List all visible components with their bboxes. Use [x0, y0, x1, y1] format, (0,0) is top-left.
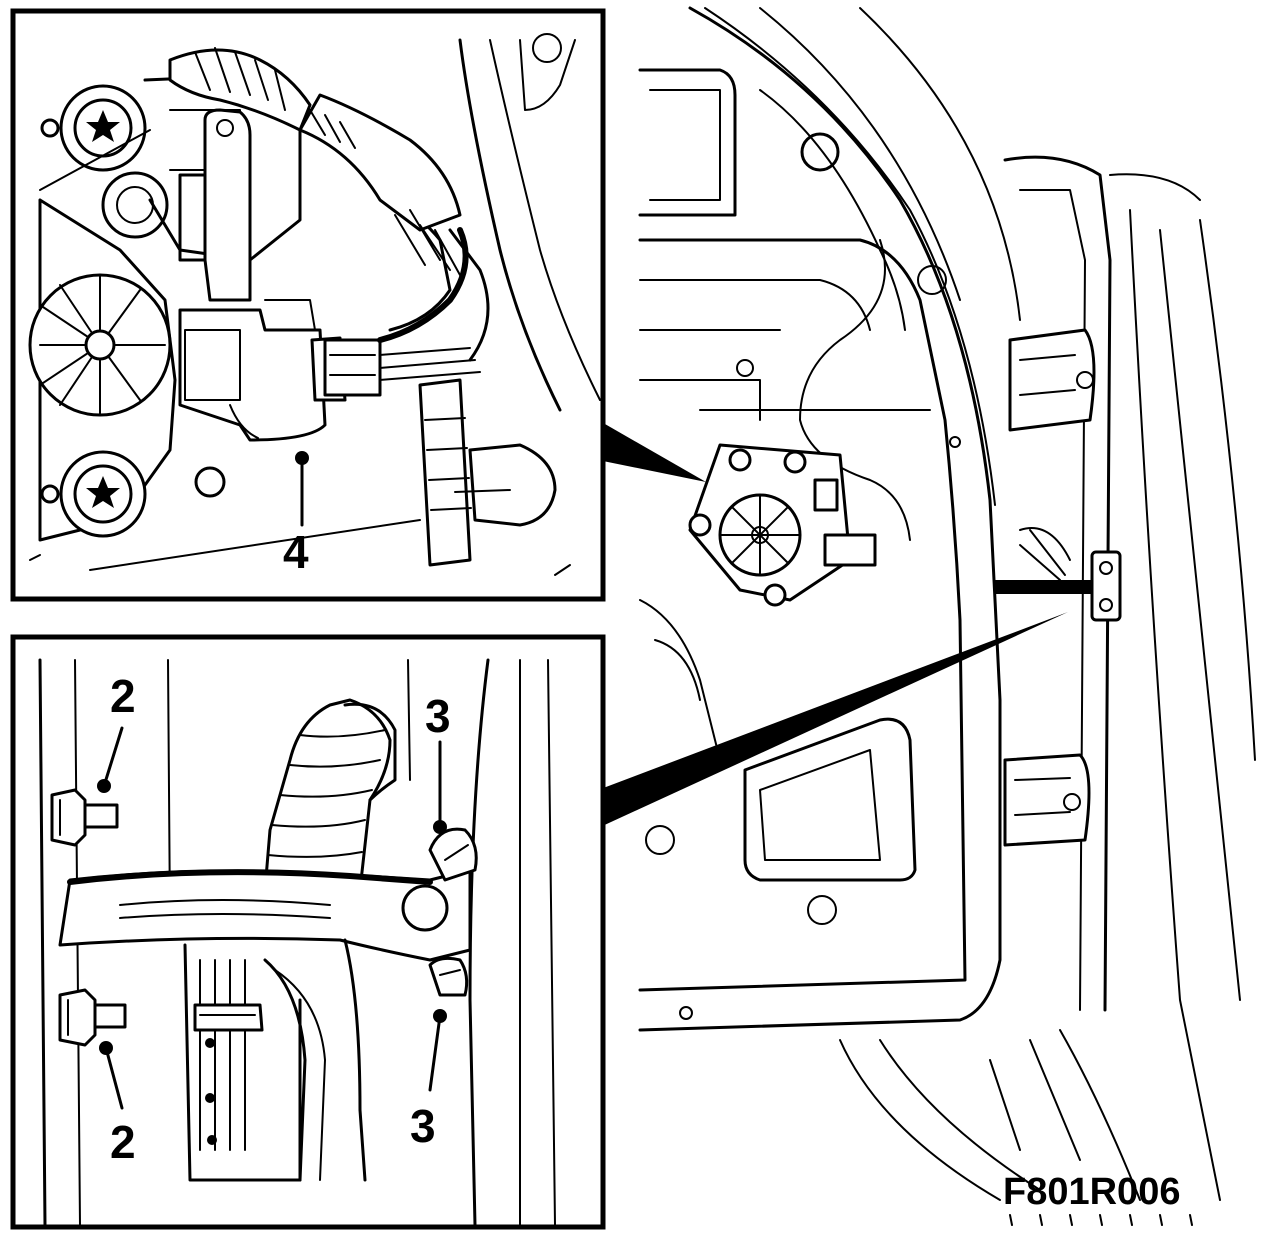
- door-bolt-lower: [58, 988, 127, 1047]
- callout-2-bottom: 2: [99, 1041, 136, 1168]
- star-bolt-lower: [59, 450, 147, 538]
- check-strap-overview: [995, 527, 1122, 622]
- upper-hinge: [1008, 328, 1096, 432]
- star-bolt-upper: [59, 84, 147, 172]
- callout-4: 4: [283, 451, 309, 578]
- wire-harness: [168, 47, 490, 381]
- rubber-boot: [263, 698, 397, 892]
- inset-motor-connector: 4: [10, 8, 606, 602]
- regulator-motor: [688, 443, 877, 607]
- callout-4-label: 4: [283, 526, 309, 578]
- motor-fan-lines: [39, 274, 166, 416]
- callout-2-bottom-label: 2: [110, 1116, 136, 1168]
- callout-2-top: 2: [97, 670, 136, 793]
- callout-3-bottom: 3: [410, 1009, 447, 1152]
- leader-lines: [598, 420, 1068, 828]
- door-bolt-upper: [50, 788, 119, 847]
- callout-3-bottom-label: 3: [410, 1100, 436, 1152]
- figure-id: F801R006: [1003, 1171, 1180, 1213]
- check-strap-arm: [58, 868, 472, 962]
- callout-3-top-label: 3: [425, 690, 451, 742]
- callout-3-top: 3: [425, 690, 451, 834]
- strap-nut-lower: [428, 956, 469, 997]
- strap-nut-upper: [428, 827, 478, 882]
- callout-2-top-label: 2: [110, 670, 136, 722]
- lower-hinge: [1003, 753, 1091, 847]
- wiring-connector: [178, 299, 382, 442]
- door-overview: [638, 6, 1256, 1201]
- inset-check-strap: 2 2 3 3: [10, 634, 606, 1230]
